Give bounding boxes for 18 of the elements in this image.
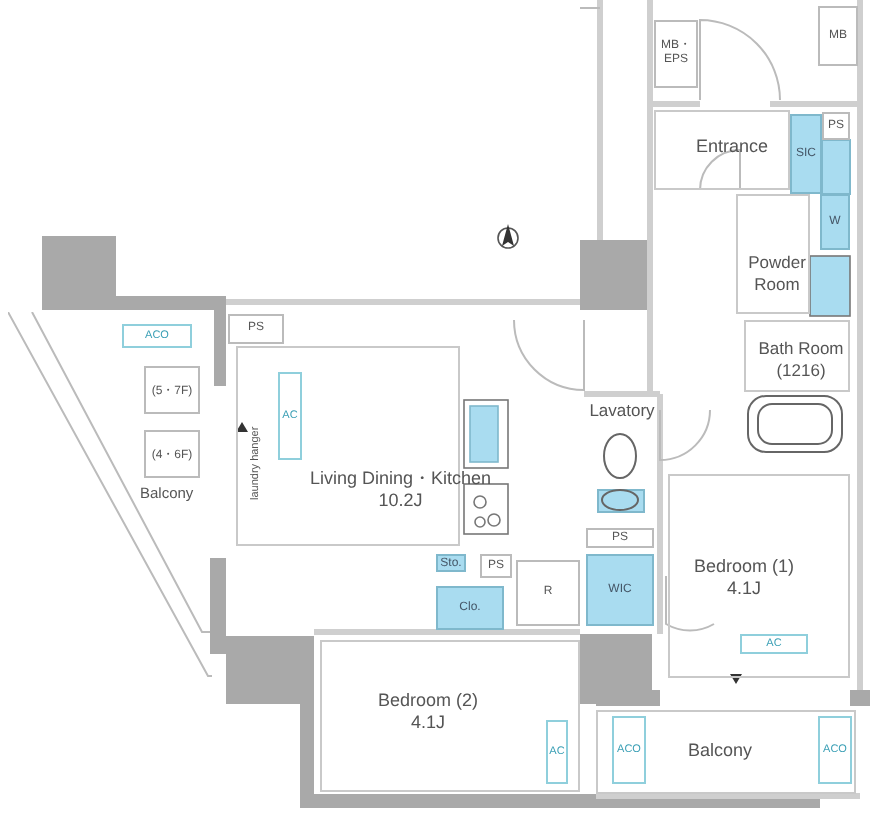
room-name: Powder Room [746, 252, 808, 295]
room [736, 194, 810, 314]
balcony-area [8, 312, 212, 682]
room [320, 640, 580, 792]
floor-area: 4.1J [411, 712, 446, 735]
room-name: Entrance [696, 136, 769, 159]
floor-area: 4.1J [727, 578, 762, 601]
room-name: Lavatory [588, 400, 656, 468]
floor-area: 10.2J [378, 490, 423, 513]
room-name: Bath Room (1216) [756, 338, 846, 381]
balcony-area [596, 710, 856, 794]
room-name: Living Dining・Kitchen [310, 468, 492, 491]
room [668, 474, 850, 678]
room [744, 320, 850, 392]
room-name: Balcony [688, 740, 753, 763]
room [654, 110, 790, 190]
room-name: Bedroom (2) [378, 690, 479, 713]
room-name: Bedroom (1) [694, 556, 795, 579]
